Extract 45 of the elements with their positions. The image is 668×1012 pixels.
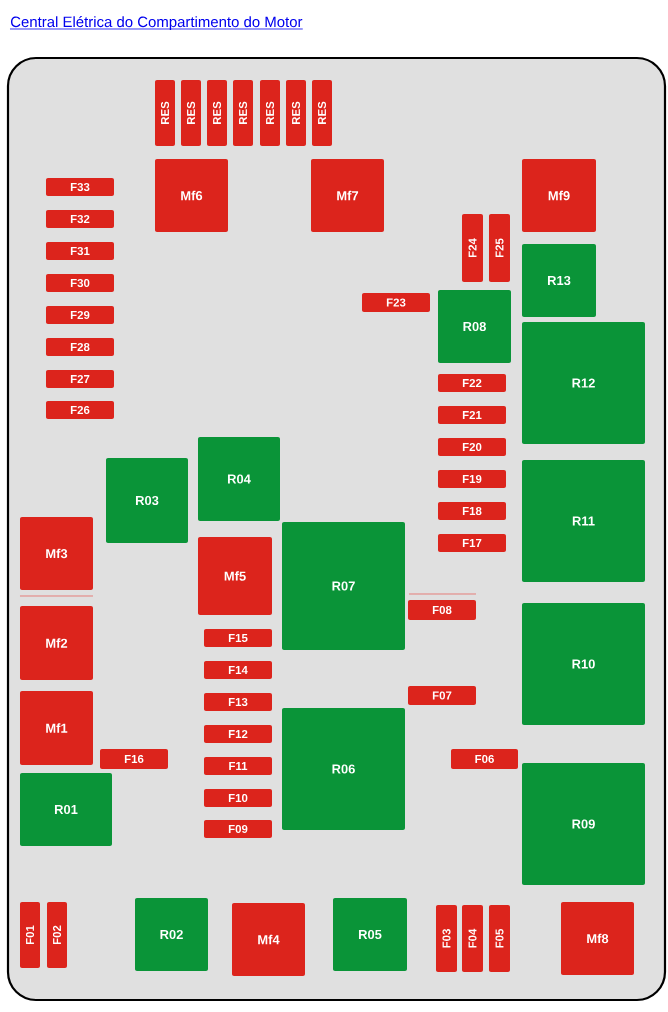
fuse-block: F05 (489, 905, 510, 972)
relay-block: R10 (522, 603, 645, 725)
relay-block: R01 (20, 773, 112, 846)
fuse-block: F31 (46, 242, 114, 260)
fuse-block: F32 (46, 210, 114, 228)
relay-block: R06 (282, 708, 405, 830)
relay-block: R02 (135, 898, 208, 971)
relay-block: R05 (333, 898, 407, 971)
fuse-block: Mf1 (20, 691, 93, 765)
fuse-block: RES (286, 80, 306, 146)
fuse-block: F30 (46, 274, 114, 292)
fuse-block: Mf6 (155, 159, 228, 232)
title-link: Central Elétrica do Compartimento do Motor (9, 16, 304, 31)
fuse-block: RES (155, 80, 175, 146)
fuse-block: Mf7 (311, 159, 384, 232)
relay-block: R07 (282, 522, 405, 650)
fuse-block: F25 (489, 214, 510, 282)
fuse-block: RES (181, 80, 201, 146)
fuse-block: F24 (462, 214, 483, 282)
fuse-block: RES (233, 80, 253, 146)
relay-block: R08 (438, 290, 511, 363)
fuse-block: RES (312, 80, 332, 146)
fuse-block: Mf2 (20, 606, 93, 680)
relay-block: R03 (106, 458, 188, 543)
relay-block: R11 (522, 460, 645, 582)
relay-block: R12 (522, 322, 645, 444)
fuse-block: F03 (436, 905, 457, 972)
fuse-block: F02 (47, 902, 67, 968)
fuse-block: Mf3 (20, 517, 93, 590)
fuse-block: F16 (100, 749, 168, 769)
fuse-block: F33 (46, 178, 114, 196)
fuse-block: F01 (20, 902, 40, 968)
fuse-block: Mf5 (198, 537, 272, 615)
relay-block: R04 (198, 437, 280, 521)
fuse-block: Mf4 (232, 903, 305, 976)
relay-block: R09 (522, 763, 645, 885)
fuse-block: F06 (451, 749, 518, 769)
fuse-block: F08 (408, 600, 476, 620)
fuse-block: RES (260, 80, 280, 146)
fuse-block: Mf9 (522, 159, 596, 232)
fuse-block: F23 (362, 293, 430, 312)
fuse-block: F04 (462, 905, 483, 972)
relay-block: R13 (522, 244, 596, 317)
fuse-block: Mf8 (561, 902, 634, 975)
fuse-block: RES (207, 80, 227, 146)
